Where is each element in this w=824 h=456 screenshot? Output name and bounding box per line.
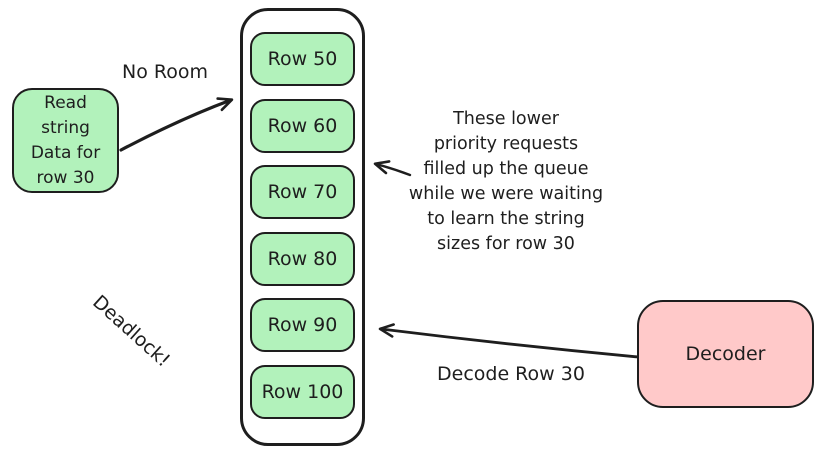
deadlock-label: Deadlock!	[88, 291, 175, 372]
queue-note-line: priority requests	[433, 134, 579, 154]
queue-row-80: Row 80	[250, 231, 355, 286]
read-request-line: Read	[44, 92, 87, 113]
queue-note-line: sizes for row 30	[437, 234, 575, 254]
decode-row-30-label: Decode Row 30	[437, 363, 585, 385]
queue-row-100: Row 100	[250, 364, 355, 419]
read-request-line: row 30	[36, 167, 95, 188]
queue-note-line: to learn the string	[427, 209, 585, 229]
no-room-arrow	[119, 97, 234, 152]
decoder-box: Decoder	[637, 300, 814, 408]
read-request-box: Read string Data for row 30	[12, 88, 119, 193]
queue-row-90: Row 90	[250, 298, 355, 352]
no-room-label: No Room	[122, 61, 208, 83]
read-request-line: Data for	[30, 142, 101, 163]
queue-note-line: These lower	[453, 109, 559, 129]
decoder-label: Decoder	[685, 343, 766, 365]
queue-row-70: Row 70	[250, 165, 355, 219]
queue-note: These lower priority requests filled up …	[390, 107, 622, 257]
queue-note-line: filled up the queue	[423, 159, 589, 179]
read-request-line: string	[41, 117, 90, 138]
queue-row-60: Row 60	[250, 98, 355, 153]
queue-container: Row 50 Row 60 Row 70 Row 80 Row 90 Row 1…	[240, 8, 365, 446]
queue-note-line: while we were waiting	[408, 184, 604, 204]
queue-row-50: Row 50	[250, 32, 355, 86]
decode-arrow	[378, 323, 640, 359]
